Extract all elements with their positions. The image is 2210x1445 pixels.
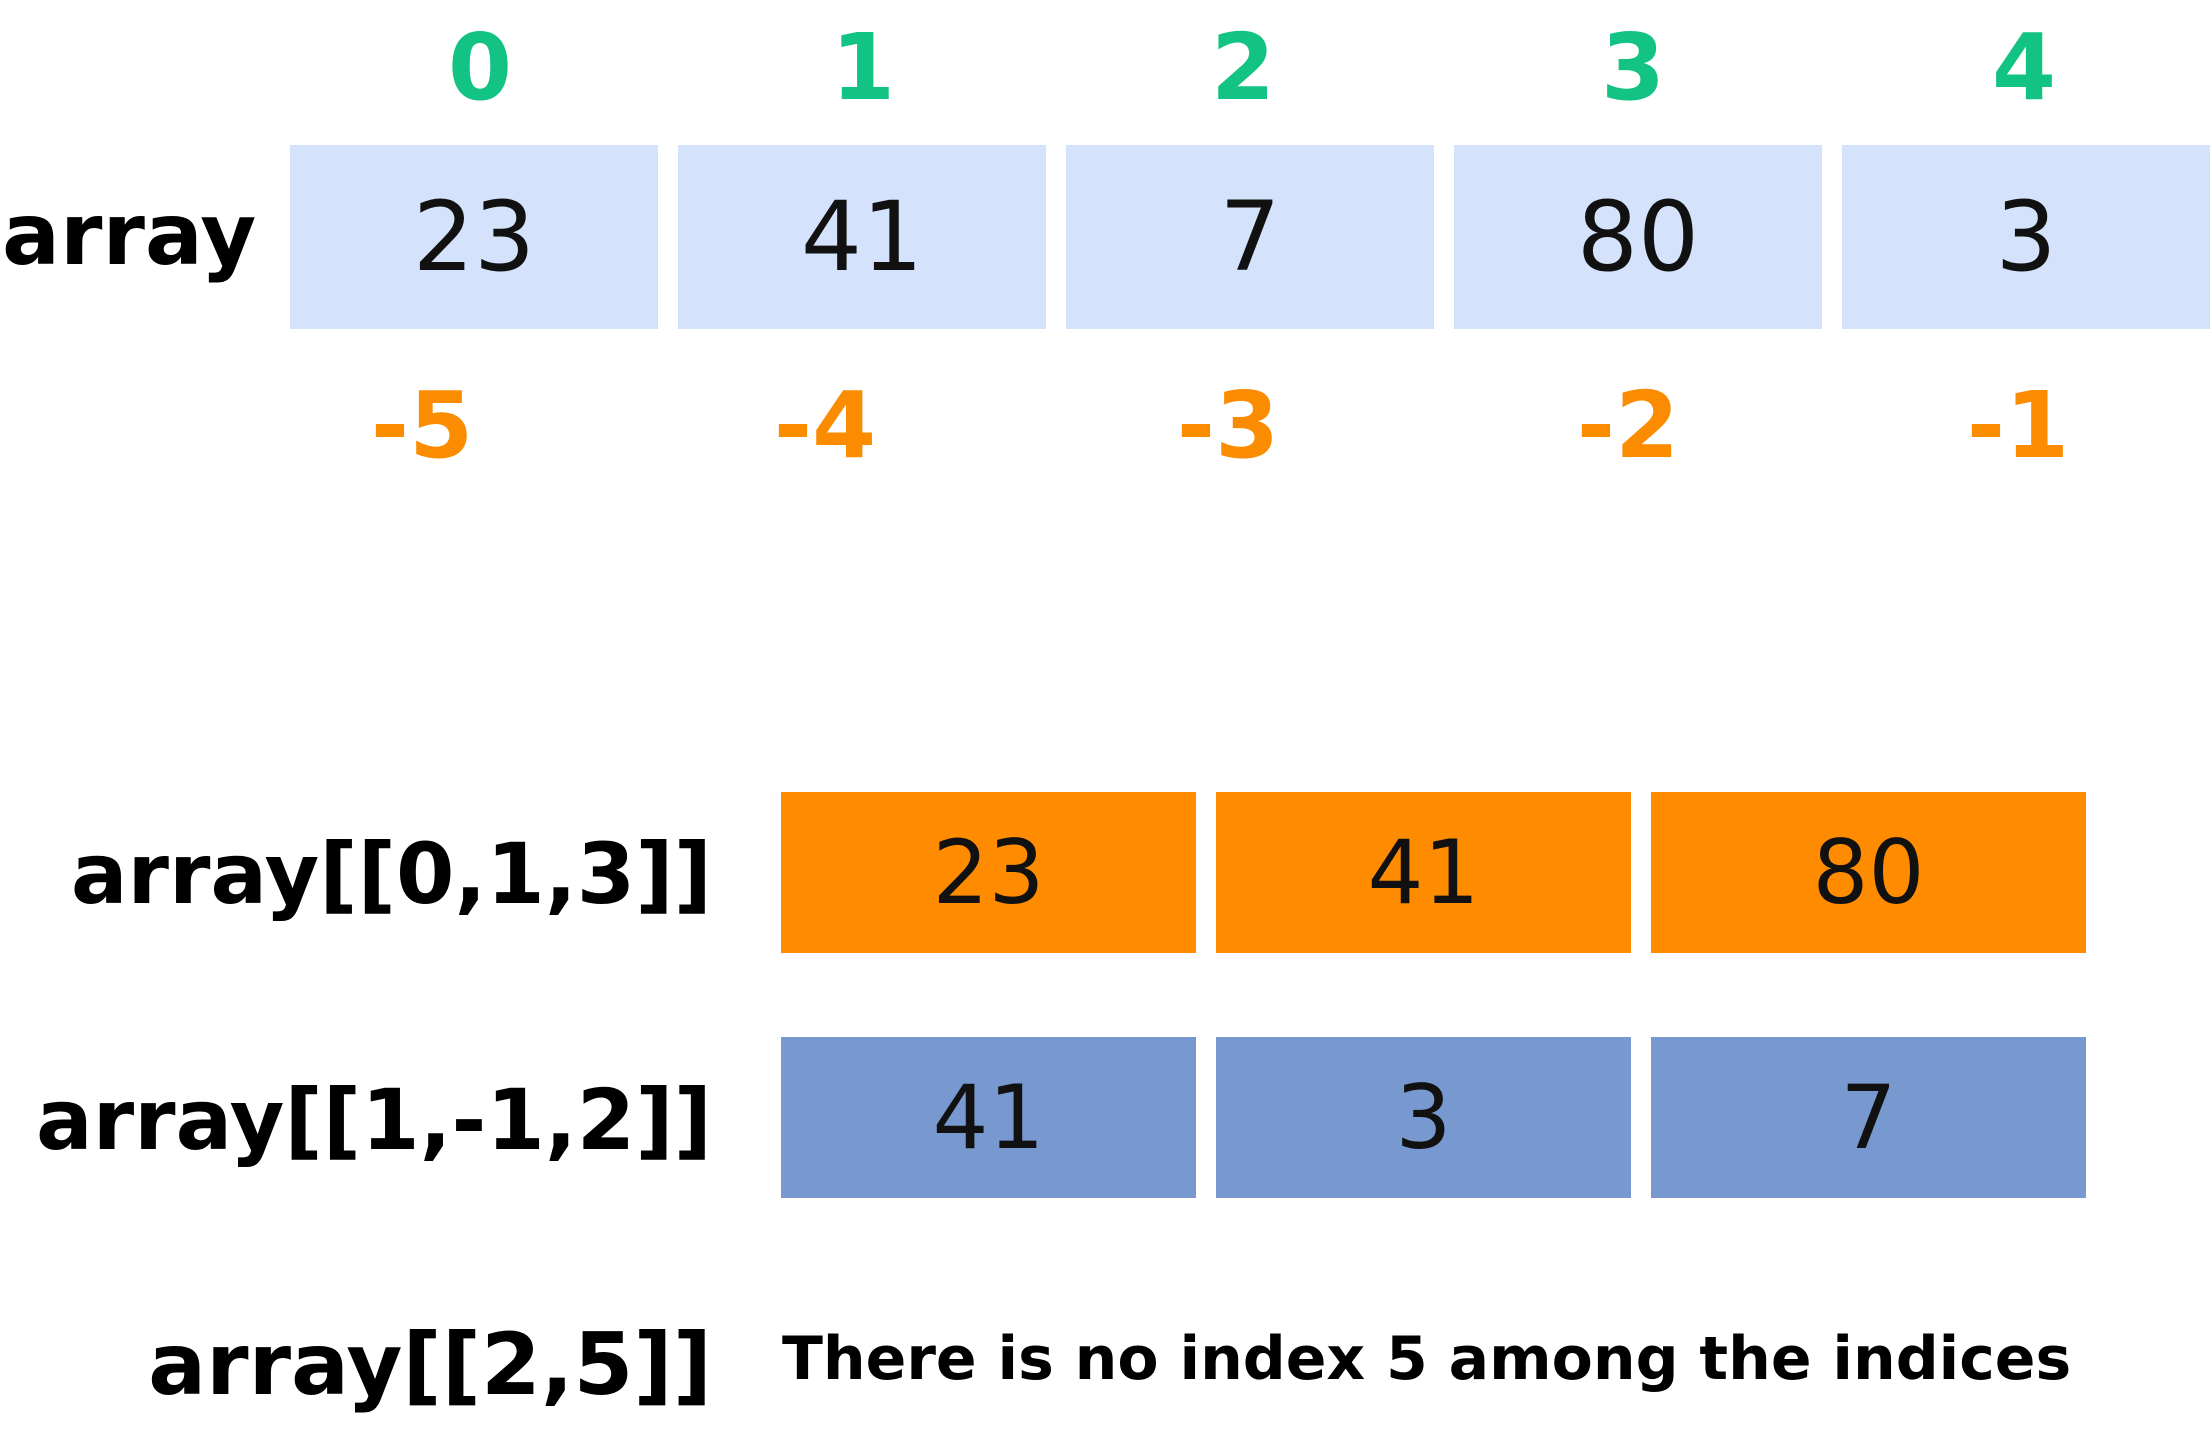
negative-index-minus-1: -1 — [1966, 372, 2070, 479]
positive-index-4: 4 — [1991, 14, 2056, 121]
array-cell-2: 7 — [1066, 145, 1434, 329]
positive-index-0: 0 — [447, 14, 512, 121]
positive-index-3: 3 — [1600, 14, 1665, 121]
example-3-note: There is no index 5 among the indices — [782, 1324, 2072, 1394]
example-1-label: array[[0,1,3]] — [70, 825, 712, 923]
array-cell-1: 41 — [678, 145, 1046, 329]
array-label: array — [2, 185, 257, 285]
negative-index-minus-2: -2 — [1576, 372, 1680, 479]
example-1-cell-0: 23 — [781, 792, 1196, 953]
example-2-label: array[[1,-1,2]] — [36, 1071, 712, 1169]
array-cell-0: 23 — [290, 145, 658, 329]
example-3-label: array[[2,5]] — [148, 1315, 712, 1415]
negative-index-minus-4: -4 — [773, 372, 877, 479]
example-1-cell-2: 80 — [1651, 792, 2086, 953]
example-2-cell-2: 7 — [1651, 1037, 2086, 1198]
example-2-cell-1: 3 — [1216, 1037, 1631, 1198]
negative-index-minus-5: -5 — [370, 372, 474, 479]
positive-index-1: 1 — [830, 14, 895, 121]
array-cell-4: 3 — [1842, 145, 2210, 329]
example-2-cell-0: 41 — [781, 1037, 1196, 1198]
negative-index-minus-3: -3 — [1176, 372, 1280, 479]
array-cell-3: 80 — [1454, 145, 1822, 329]
positive-index-2: 2 — [1210, 14, 1275, 121]
example-1-cell-1: 41 — [1216, 792, 1631, 953]
